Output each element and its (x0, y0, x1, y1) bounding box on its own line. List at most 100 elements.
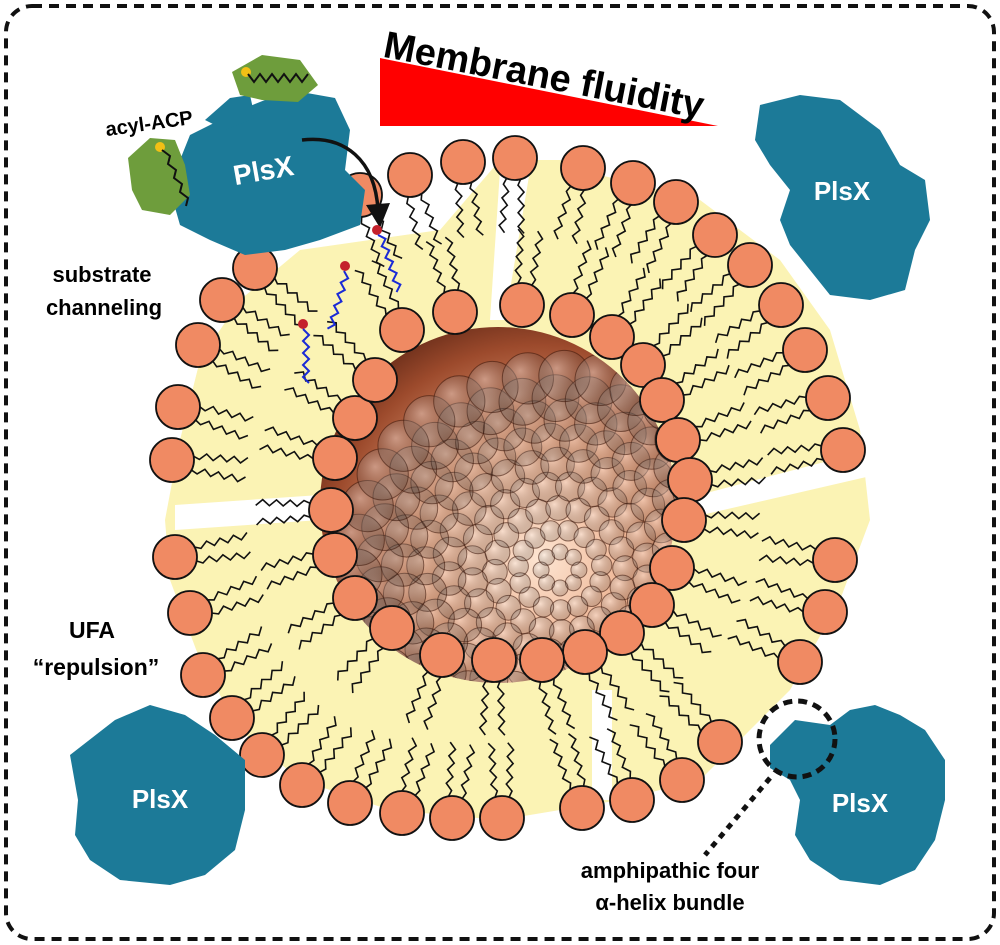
lipid-tail (211, 360, 262, 389)
lipid-tail (233, 317, 279, 352)
plsx-protein-top-right: PlsX (755, 95, 930, 300)
lipid-head (379, 307, 425, 353)
lipid-tails (190, 177, 825, 800)
lipid-tail (505, 742, 515, 799)
amphipathic-label: amphipathic four (581, 858, 760, 883)
lipid-head (609, 777, 655, 823)
lipid-head (777, 639, 823, 685)
lipid-tail (687, 580, 741, 604)
lipid-tail (445, 741, 457, 798)
lipid-tail (498, 177, 510, 234)
lipid-head (599, 610, 645, 656)
lipid-tail (662, 317, 703, 357)
lipid-head (387, 152, 433, 198)
lipid-head (562, 629, 608, 675)
lipid-tail (645, 713, 678, 760)
lipid-tail (327, 320, 367, 362)
lipid-tail (749, 595, 805, 614)
lipid-tail (425, 241, 446, 295)
lipid-head (549, 292, 595, 338)
lipid-tail (714, 310, 761, 344)
lipid-tail (585, 247, 610, 300)
lipid-tail (352, 730, 376, 783)
lipid-tail (703, 283, 741, 326)
lipid-head (519, 637, 565, 683)
lipid-tail (517, 177, 526, 234)
lipid-head (782, 327, 828, 373)
dotted-leader-line (703, 776, 772, 857)
substrate-label: substrate (52, 262, 151, 287)
plsx-label-bottom-right: PlsX (832, 788, 889, 818)
lipid-head (805, 375, 851, 421)
lipid-head (727, 242, 773, 288)
lipid-tail (568, 733, 586, 788)
lipid-tail (529, 230, 544, 287)
lipid-tail (478, 679, 490, 736)
lipid-tail (414, 743, 436, 797)
lipid-tail (589, 736, 619, 785)
lipid-tail (259, 444, 315, 461)
lipid-tail (616, 267, 646, 318)
lipid-head (432, 289, 478, 335)
lipid-tail (264, 426, 319, 447)
lipid-tail (256, 514, 312, 526)
lipid-head (471, 637, 517, 683)
lipid-tail (676, 254, 709, 302)
lipid-tail (307, 716, 337, 766)
lipid-tail (216, 626, 263, 660)
lipid-head (667, 457, 713, 503)
lipid-head (180, 652, 226, 698)
lipid-tail (628, 278, 662, 326)
lipid-tail (538, 681, 557, 735)
lipid-tail (496, 679, 506, 736)
lipid-tail (263, 286, 305, 327)
lipid-tail (241, 305, 290, 337)
plsx-protein-bottom-right: PlsX (770, 705, 945, 885)
lipid-tail (351, 647, 385, 694)
lipid-tail (266, 566, 318, 590)
lipid-head (239, 732, 285, 778)
lipid-head (639, 377, 685, 423)
lipid-tail (206, 575, 258, 601)
lipid-tail (755, 578, 809, 600)
lipid-tail (694, 402, 745, 428)
plsx-protein-bottom-left: PlsX (70, 705, 245, 885)
lipid-head (812, 537, 858, 583)
pointing-arrow-icon (301, 137, 390, 228)
lipid-tail (736, 618, 787, 648)
lipid-tail (594, 198, 620, 250)
lipid-tail (454, 182, 465, 239)
lipid-tail (460, 744, 476, 800)
lipid-head (629, 582, 675, 628)
lipid-head (167, 590, 213, 636)
lipid-tail (420, 192, 443, 245)
lipid-head (610, 160, 656, 206)
lipid-tail (337, 637, 374, 681)
lipid-head (620, 342, 666, 388)
lipid-tail (611, 203, 633, 258)
lipid-head (820, 427, 866, 473)
lipid-tail (194, 418, 249, 440)
plsx-label-top-right: PlsX (814, 176, 871, 206)
lipid-tail (588, 672, 618, 721)
lipid-tail (734, 352, 784, 379)
lipid-tail (673, 681, 713, 723)
lipid-tail (708, 457, 764, 474)
lipid-tail (287, 602, 335, 634)
lipid-tail (770, 457, 825, 475)
lipid-tail (223, 643, 273, 672)
lipid-tail (661, 245, 698, 290)
lipid-head (479, 795, 525, 841)
lipid-tail (659, 695, 702, 733)
lipid-tail (469, 180, 484, 236)
lipid-tail (313, 334, 357, 372)
lipid-tail (743, 364, 791, 396)
lipid-tail (211, 594, 264, 615)
acp-protein-top (232, 55, 318, 102)
lipid-tail (405, 670, 429, 724)
dashed-frame (4, 4, 996, 941)
lipid-tail (406, 195, 424, 251)
lipid-head (155, 384, 201, 430)
lipid-head (440, 139, 486, 185)
